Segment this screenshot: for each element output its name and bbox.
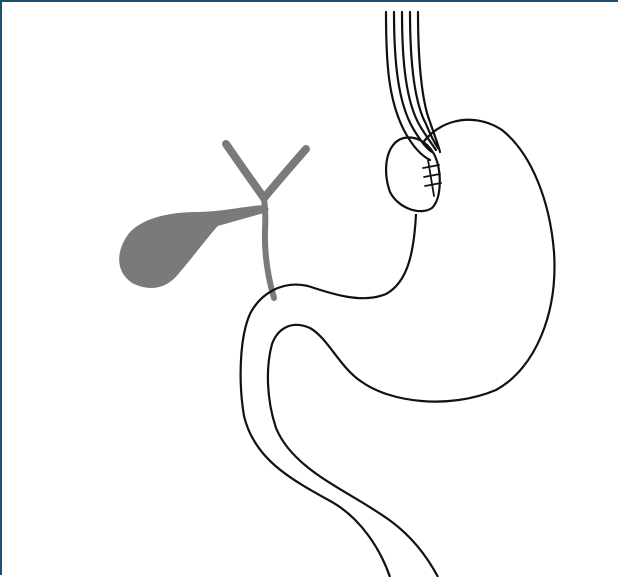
biliary-tree: [119, 144, 306, 298]
common-bile-duct: [264, 198, 274, 298]
hepatic-duct-right: [264, 149, 306, 198]
hepatic-duct-left: [226, 144, 264, 198]
wrap-body: [386, 138, 440, 212]
esophagus-inner-3: [410, 12, 438, 148]
